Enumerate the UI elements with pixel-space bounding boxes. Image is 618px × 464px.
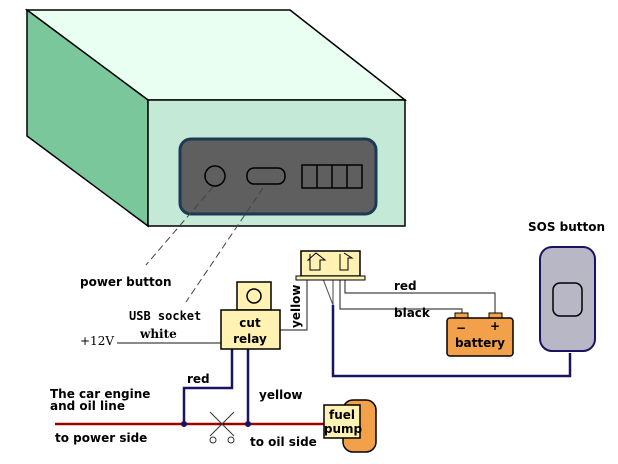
usb-socket-label: USB socket (129, 309, 201, 323)
red-relay-label: red (187, 372, 210, 386)
junction-dot-left (181, 421, 187, 427)
pump-label: pump (324, 422, 363, 436)
black-wire-label: black (394, 306, 431, 320)
cut-mark-icon (209, 411, 235, 444)
battery-body (446, 317, 514, 357)
battery-label: battery (455, 336, 505, 350)
power-button-icon (204, 165, 226, 187)
plus12v-label: +12V (80, 334, 114, 348)
usb-socket-icon (246, 167, 286, 185)
car-engine-label-1: The car engine (50, 387, 150, 401)
fuel-label: fuel (329, 408, 355, 422)
red-wire-relay (182, 349, 234, 424)
to-power-side-label: to power side (55, 431, 147, 445)
battery: − + battery (446, 312, 514, 357)
relay-label-cut: cut (239, 316, 261, 330)
power-button-label: power button (80, 275, 172, 289)
battery-minus-label: − (456, 321, 466, 335)
fuel-pump: fuel pump (323, 399, 377, 453)
red-wire-battery (344, 279, 496, 313)
usb-socket-leader (185, 187, 264, 303)
junction-dot-right (245, 421, 251, 427)
sos-wire (331, 305, 572, 378)
battery-plus-label: + (490, 319, 500, 333)
yellow-vertical-label: yellow (289, 284, 303, 328)
white-wire-label: white (139, 327, 177, 341)
yellow-relay-label: yellow (259, 388, 303, 402)
harness-connector (295, 250, 366, 281)
to-oil-side-label: to oil side (250, 435, 317, 449)
tracker-device (24, 8, 408, 228)
relay-body (220, 309, 281, 350)
yellow-wire-top (280, 279, 308, 331)
power-button-leader (145, 186, 214, 266)
sos-button (539, 246, 596, 352)
relay-label-relay: relay (233, 332, 267, 346)
car-engine-label-2: and oil line (50, 399, 125, 413)
red-wire-label: red (394, 279, 417, 293)
cut-relay: cut relay (220, 281, 281, 350)
sos-button-label: SOS button (528, 220, 605, 234)
connector-port-icon (301, 164, 363, 189)
